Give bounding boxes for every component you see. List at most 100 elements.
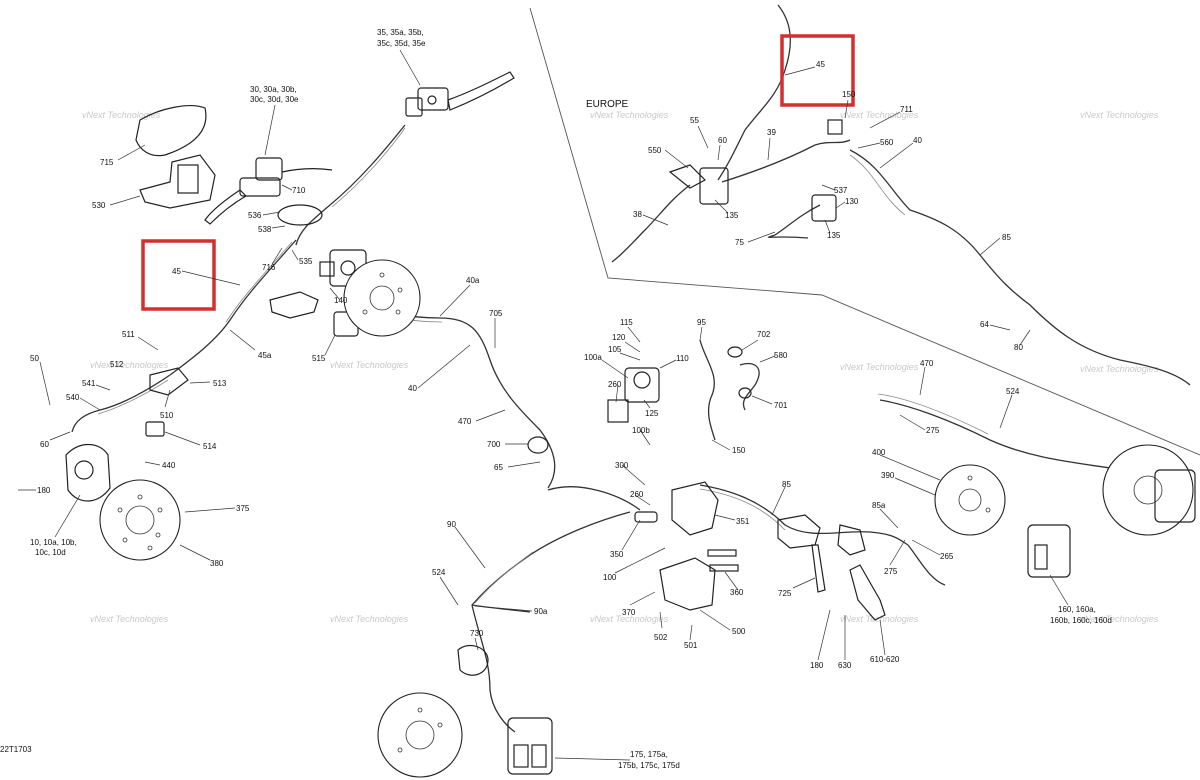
front-right-disc [343,259,421,337]
highlight-box-45-main [141,239,216,311]
callout-511: 511 [122,330,135,339]
callout-65: 65 [494,463,503,472]
callout-140: 140 [334,296,348,305]
callout-360: 360 [730,588,744,597]
watermark: vNext Technologies [590,110,669,120]
europe-callout-labels: EUROPE 45 55 60 39 150 711 560 40 550 53… [586,60,1023,352]
callout-180b: 180 [810,661,824,670]
callout-85e: 85 [1002,233,1011,242]
callout-560: 560 [880,138,894,147]
callout-40a: 40a [466,276,480,285]
europe-inset-border [529,7,1200,456]
callout-350: 350 [610,550,624,559]
callout-30: 30, 30a, 30b, [250,85,297,94]
callout-85: 85 [782,480,791,489]
callout-370: 370 [622,608,636,617]
callout-440: 440 [162,461,176,470]
callout-105: 105 [608,345,622,354]
master-cylinder-100a [607,367,660,423]
callout-540: 540 [66,393,80,402]
callout-135b: 135 [827,231,841,240]
callout-260: 260 [608,380,622,389]
watermark: vNext Technologies [840,110,919,120]
callout-38: 38 [633,210,642,219]
callout-536: 536 [248,211,262,220]
watermark: vNext Technologies [1080,614,1159,624]
callout-45-main: 45 [172,267,181,276]
callout-715: 715 [100,158,114,167]
bracket-725 [811,544,826,593]
watermark: vNext Technologies [1080,364,1159,374]
callout-100: 100 [603,573,617,582]
lever-guard-715 [135,105,207,157]
callout-524b: 524 [1006,387,1020,396]
callout-510: 510 [160,411,174,420]
callout-300: 300 [615,461,629,470]
callout-260b: 260 [630,490,644,499]
callout-60: 60 [40,440,49,449]
clamp-700 [527,436,549,454]
europe-leader-lines [642,66,1031,346]
brake-line-90 [471,486,641,733]
pedal-bracket-500 [659,549,739,611]
callout-530: 530 [92,201,106,210]
callout-85a: 85a [872,501,886,510]
front-left-disc-380 [99,479,181,561]
callout-80: 80 [1014,343,1023,352]
callout-135a: 135 [725,211,739,220]
callout-537: 537 [834,186,848,195]
callout-538: 538 [258,225,272,234]
bracket-530 [139,154,216,209]
callout-45-europe: 45 [816,60,825,69]
watermark: vNext Technologies [840,362,919,372]
callout-515: 515 [312,354,326,363]
callout-275b: 275 [926,426,940,435]
callout-535: 535 [299,257,313,266]
front-master-cylinder [405,71,515,117]
watermark: vNext Technologies [82,110,161,120]
rear-master-cylinder [204,157,333,225]
callout-95: 95 [697,318,706,327]
rear-left-caliper-175 [507,717,553,775]
brake-line-45 [295,124,406,246]
europe-brake-lines [611,4,1191,386]
bracket-350 [634,481,719,536]
brake-line-85 [699,484,909,546]
rear-right-caliper [1154,469,1196,523]
callout-470: 470 [458,417,472,426]
callout-716: 716 [262,263,276,272]
caliper-160 [1027,524,1071,578]
callout-115: 115 [620,318,633,327]
bracket-510 [149,367,189,396]
callout-60e: 60 [718,136,727,145]
callout-524: 524 [432,568,446,577]
callout-175: 175, 175a, [630,750,668,759]
bracket-610 [849,564,886,621]
watermark: vNext Technologies [590,614,669,624]
callout-514: 514 [203,442,217,451]
callout-541: 541 [82,379,96,388]
callout-275: 275 [884,567,898,576]
watermark: vNext Technologies [90,614,169,624]
callout-35-cont: 35c, 35d, 35e [377,39,426,48]
watermark: vNext Technologies [330,614,409,624]
callout-100b: 100b [632,426,650,435]
callout-502: 502 [654,633,668,642]
callout-130: 130 [845,197,859,206]
callout-35: 35, 35a, 35b, [377,28,424,37]
callout-100a: 100a [584,353,602,362]
watermark: vNext Technologies [90,360,169,370]
callout-375: 375 [236,504,250,513]
callout-180: 180 [37,486,51,495]
front-left-caliper-10 [65,443,111,502]
bracket-140 [269,291,319,319]
callout-40: 40 [408,384,417,393]
watermark: vNext Technologies [330,360,409,370]
callout-701: 701 [774,401,788,410]
rear-left-disc [377,692,463,778]
callout-550: 550 [648,146,662,155]
callout-30-cont: 30c, 30d, 30e [250,95,299,104]
callout-90: 90 [447,520,456,529]
callout-10-cont: 10c, 10d [35,548,66,557]
